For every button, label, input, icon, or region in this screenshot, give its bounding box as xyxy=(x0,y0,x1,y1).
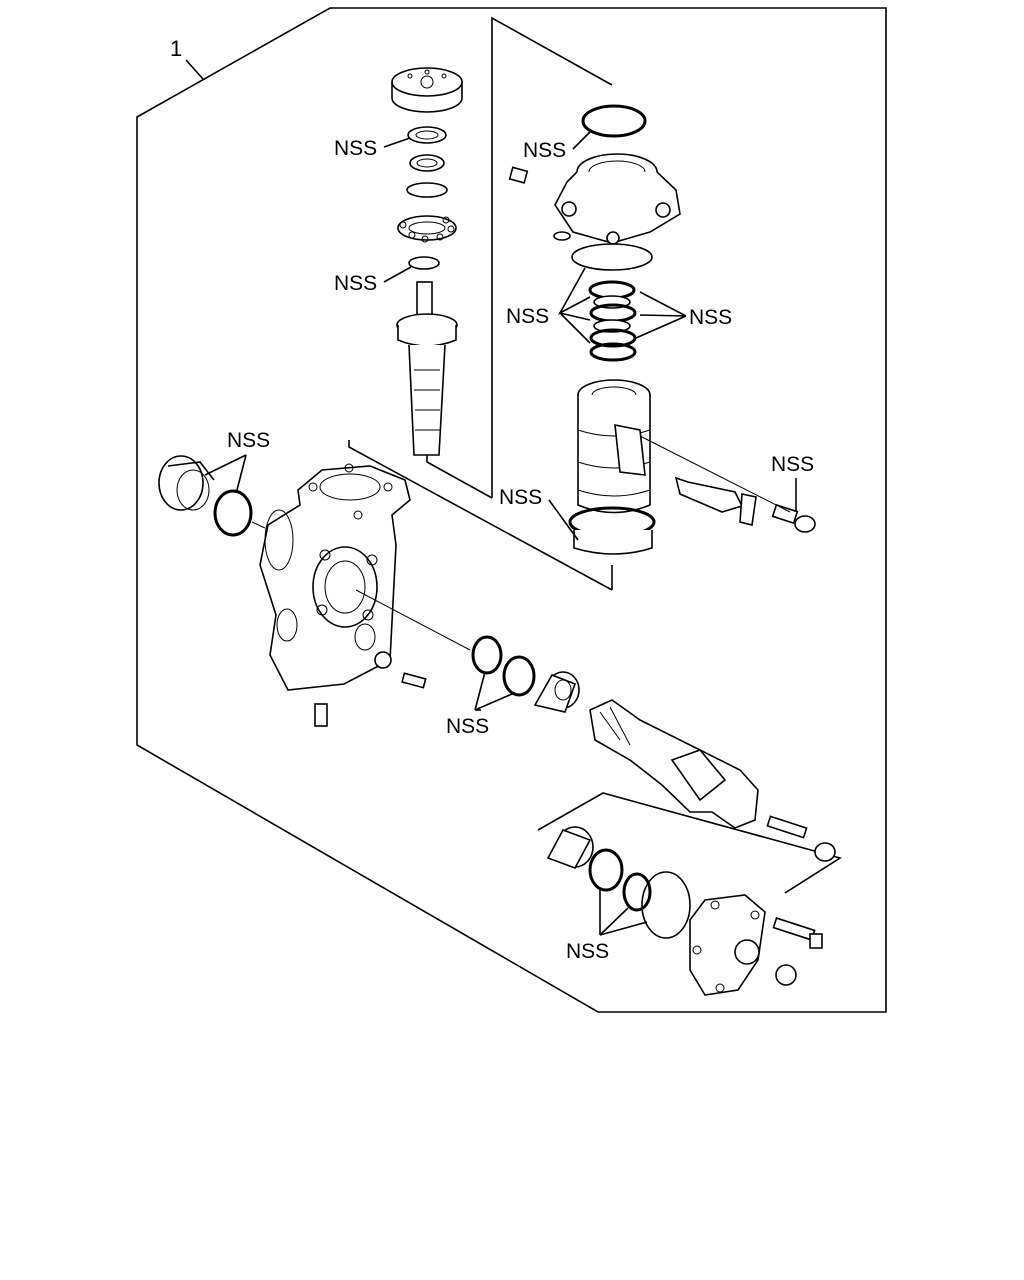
oil-seal-left xyxy=(213,489,253,537)
nss-label-sector-seals: NSS xyxy=(446,715,489,738)
rack-piston xyxy=(577,379,651,514)
nss-label-seal-top: NSS xyxy=(334,137,377,160)
side-cover xyxy=(689,894,766,996)
shaft-group-bracket xyxy=(537,792,842,894)
seal-ring-top xyxy=(407,126,447,144)
nss-label-piston-rings-right: NSS xyxy=(689,306,732,329)
needle-bearing-upper xyxy=(533,671,580,713)
top-cap xyxy=(391,67,463,113)
cover-seal-2 xyxy=(622,872,652,912)
nss-label-clamp-bolt: NSS xyxy=(771,453,814,476)
bearing-race xyxy=(409,154,445,172)
dust-seal-left xyxy=(158,455,215,511)
cover-nut xyxy=(775,964,797,986)
assembly-number-leader xyxy=(185,59,204,80)
piston-rings-stack xyxy=(588,280,637,362)
sector-shaft xyxy=(589,699,759,829)
assembly-outline xyxy=(136,7,887,1013)
nss-label-piston-rings-left: NSS xyxy=(506,305,549,328)
cover-seal-1 xyxy=(588,848,624,892)
sector-axis xyxy=(355,589,471,651)
set-screw xyxy=(508,166,529,184)
nss-label-housing-seals: NSS xyxy=(227,429,270,452)
guide-clamp xyxy=(739,493,757,526)
clamp-bolt xyxy=(771,503,816,533)
o-ring-upper xyxy=(408,256,440,270)
subassembly-bracket-upper xyxy=(491,16,613,498)
nss-label-o-ring-large: NSS xyxy=(523,139,566,162)
needle-bearing-lower xyxy=(546,826,594,869)
gear-housing xyxy=(259,463,411,691)
cover-bolt xyxy=(772,917,823,949)
subassembly-bracket-mid xyxy=(426,455,493,499)
washer-ring xyxy=(406,182,448,198)
nss-label-cover-seals: NSS xyxy=(566,940,609,963)
input-shaft-worm xyxy=(396,281,458,456)
piston-seal-bottom xyxy=(573,530,653,555)
snap-ring-small xyxy=(553,231,571,241)
housing-stud xyxy=(401,672,427,689)
nss-label-piston-bottom: NSS xyxy=(499,486,542,509)
sector-seal-2 xyxy=(502,655,536,697)
cover-gasket xyxy=(641,871,691,939)
assembly-number: 1 xyxy=(170,36,182,61)
seal-ring-lower xyxy=(571,243,653,271)
adjust-screw xyxy=(766,815,808,839)
nss-label-o-ring-upper: NSS xyxy=(334,272,377,295)
lock-nut xyxy=(814,842,836,862)
o-ring-large-top xyxy=(581,104,647,138)
sector-seal-1 xyxy=(471,635,503,675)
valve-housing xyxy=(554,153,681,245)
housing-plug xyxy=(314,703,328,727)
housing-centerline xyxy=(348,440,613,591)
ball-bearing-cage xyxy=(397,215,457,243)
